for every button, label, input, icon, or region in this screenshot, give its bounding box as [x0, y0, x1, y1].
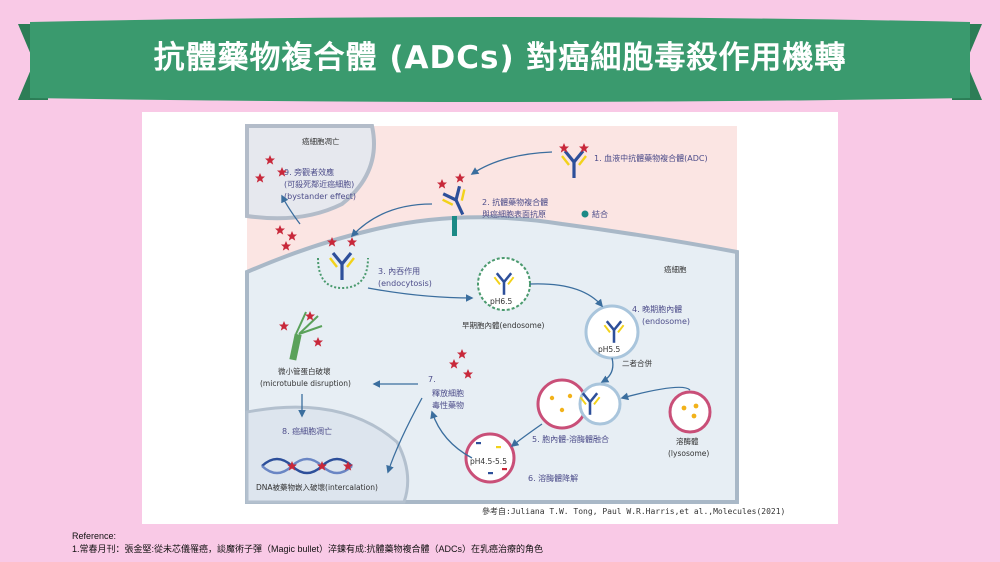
label-step9-line3: (bystander effect)	[284, 192, 356, 201]
label-step7-line3: 毒性藥物	[432, 400, 464, 410]
reference-heading: Reference:	[72, 531, 117, 541]
enzyme-dot	[693, 403, 699, 409]
label-step3-line2: (endocytosis)	[378, 279, 432, 288]
lysosome	[668, 390, 712, 434]
label-microtubule-line1: 微小管蛋白破壞	[278, 366, 331, 376]
label-step4-line2: (endosome)	[642, 317, 690, 326]
label-microtubule-line2: (microtubule disruption)	[260, 379, 351, 388]
enzyme-dot	[549, 395, 555, 401]
label-ph-late: pH5.5	[598, 345, 621, 354]
label-lysosome-line1: 溶酶體	[676, 436, 699, 446]
fragment	[476, 442, 481, 445]
banner-ribbon-body	[30, 17, 970, 102]
label-step2-line3: 結合	[592, 209, 608, 219]
label-step6: 6. 溶酶體降解	[528, 473, 578, 483]
fragment	[488, 472, 493, 475]
label-step7-line2: 釋放細胞	[432, 388, 464, 398]
label-dna: DNA被藥物嵌入破壞(intercalation)	[256, 482, 378, 492]
enzyme-dot	[567, 393, 573, 399]
label-step1: 1. 血液中抗體藥物複合體(ADC)	[594, 153, 708, 163]
slide-title: 抗體藥物複合體 (ADCs) 對癌細胞毒殺作用機轉	[153, 40, 847, 76]
title-banner	[18, 17, 982, 102]
label-step4-line1: 4. 晚期胞內體	[632, 304, 682, 314]
enzyme-dot	[691, 413, 697, 419]
label-dead-cell-top: 癌細胞凋亡	[302, 136, 340, 146]
enzyme-dot	[681, 405, 687, 411]
label-cancer-cell: 癌細胞	[664, 264, 687, 274]
flow-arrows	[281, 151, 691, 474]
figure-card: 癌細胞凋亡 9. 旁觀者效應 (可殺死鄰近癌細胞) (bystander eff…	[142, 112, 838, 524]
reference-block: Reference: 1.常春月刊：張金堅:從未芯儀罹癌，談魔術子彈（Magic…	[72, 530, 972, 556]
antigen-icon	[452, 216, 457, 236]
label-step5: 5. 胞內體-溶酶體融合	[532, 434, 609, 444]
label-step2-line1: 2. 抗體藥物複合體	[482, 197, 548, 207]
label-ph-lyso: pH4.5-5.5	[470, 457, 507, 466]
enzyme-dot	[559, 407, 565, 413]
adc-mechanism-diagram: 癌細胞凋亡 9. 旁觀者效應 (可殺死鄰近癌細胞) (bystander eff…	[245, 124, 785, 516]
label-reference: 參考自:Juliana T.W. Tong, Paul W.R.Harris,e…	[482, 506, 785, 516]
label-early-endosome: 早期胞內體(endosome)	[462, 320, 545, 330]
neighbor-dead-cell	[245, 124, 376, 221]
label-merge: 二者合併	[622, 358, 652, 368]
fragment	[496, 446, 501, 449]
endocytosis-pocket	[317, 257, 369, 290]
label-ph-early: pH6.5	[490, 297, 513, 306]
label-step2-line2: 與癌細胞表面抗原	[482, 209, 546, 219]
label-lysosome-line2: (lysosome)	[668, 449, 709, 458]
reference-line-1: 1.常春月刊：張金堅:從未芯儀罹癌，談魔術子彈（Magic bullet）淬鍊有…	[72, 544, 544, 554]
label-step8: 8. 癌細胞凋亡	[282, 426, 332, 436]
label-step9-line1: 9. 旁觀者效應	[284, 167, 334, 177]
antigen-icon	[581, 210, 589, 218]
microtubule-icon	[289, 311, 323, 361]
label-step3-line1: 3. 內吞作用	[378, 266, 420, 276]
dna-helix-icon	[261, 457, 353, 475]
fragment	[502, 468, 507, 471]
cancer-cell-nucleus	[245, 405, 410, 504]
label-step7-line1: 7.	[428, 375, 436, 384]
label-step9-line2: (可殺死鄰近癌細胞)	[284, 179, 354, 189]
